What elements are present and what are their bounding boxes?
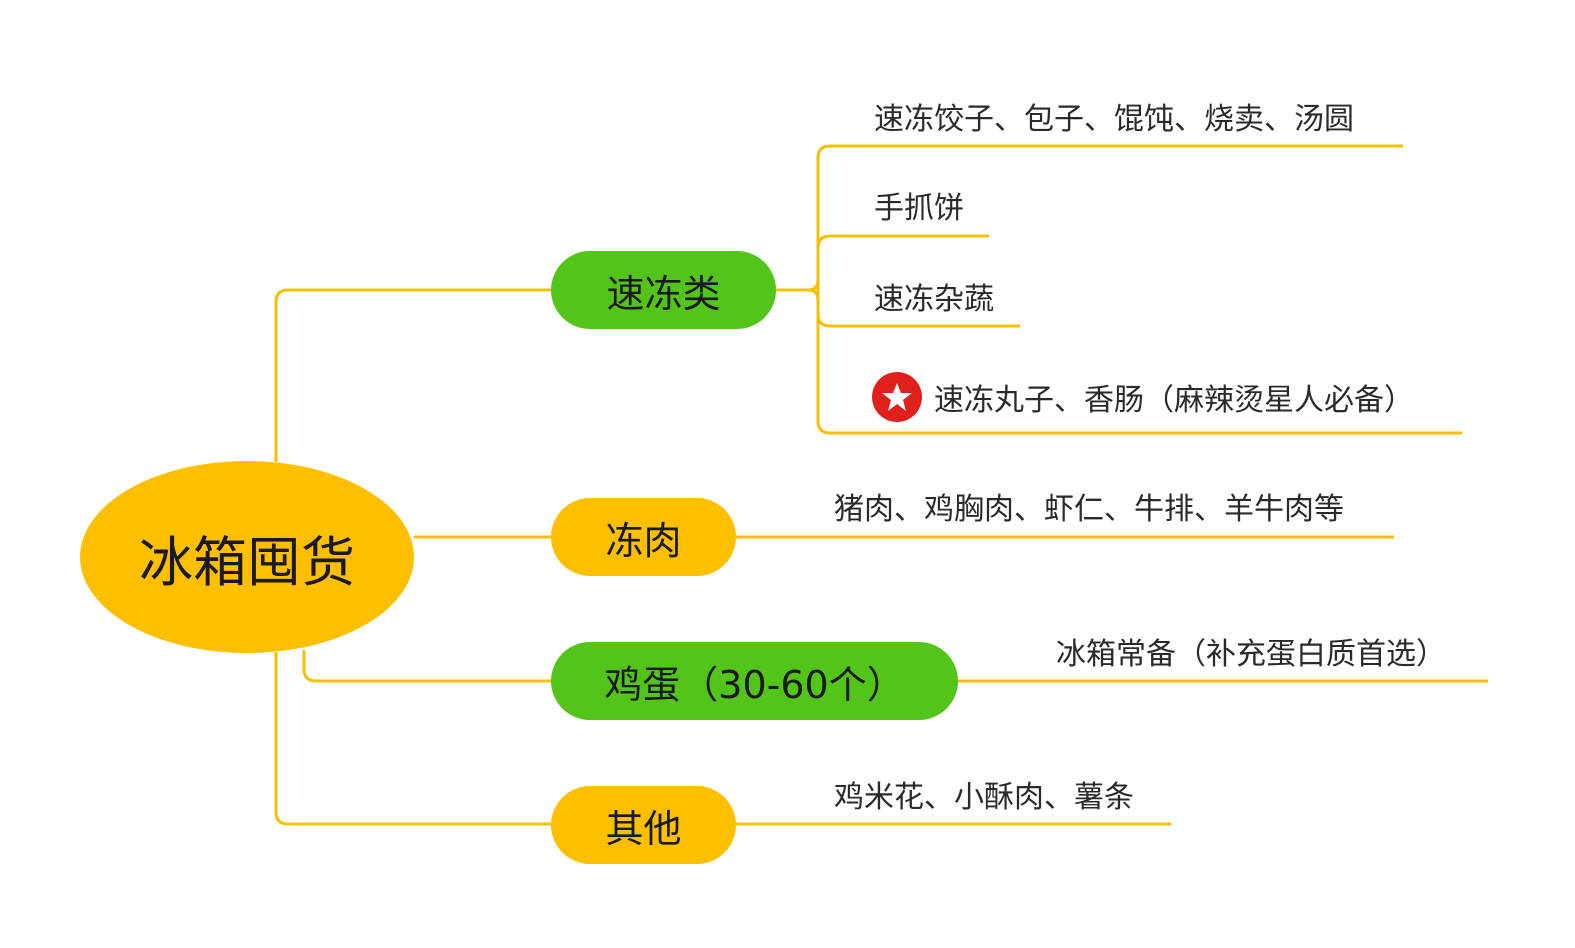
leaf-node-meats[interactable]: 猪肉、鸡胸肉、虾仁、牛排、羊牛肉等 xyxy=(834,486,1344,527)
leaf-label: 猪肉、鸡胸肉、虾仁、牛排、羊牛肉等 xyxy=(834,492,1344,527)
connector-root-other xyxy=(274,652,552,826)
branch-label: 冻肉 xyxy=(605,518,682,563)
connector-frozen-leaf-1 xyxy=(816,144,1403,159)
connector-frozen-brace xyxy=(807,279,820,301)
leaf-label: 手抓饼 xyxy=(874,191,964,226)
leaf-label: 速冻杂蔬 xyxy=(874,282,994,317)
leaf-label: 冰箱常备（补充蛋白质首选） xyxy=(1056,637,1446,672)
branch-node-meat[interactable]: 冻肉 xyxy=(551,498,736,576)
leaf-node-dumplings[interactable]: 速冻饺子、包子、馄饨、烧卖、汤圆 xyxy=(874,96,1354,137)
leaf-label: 鸡米花、小酥肉、薯条 xyxy=(834,780,1134,815)
branch-node-eggs[interactable]: 鸡蛋（30-60个） xyxy=(551,642,958,720)
connector-root-eggs xyxy=(302,650,552,683)
leaf-node-meatballs[interactable]: 速冻丸子、香肠（麻辣烫星人必备） xyxy=(872,372,1414,422)
root-node[interactable]: 冰箱囤货 xyxy=(80,461,414,653)
connector-frozen-leaf-3 xyxy=(816,313,1020,328)
branch-label: 速冻类 xyxy=(606,271,721,316)
star-icon xyxy=(872,372,922,422)
branch-label: 其他 xyxy=(605,806,682,851)
connector-root-frozen xyxy=(274,288,552,462)
branch-label: 鸡蛋（30-60个） xyxy=(604,662,905,707)
leaf-label: 速冻丸子、香肠（麻辣烫星人必备） xyxy=(934,383,1414,418)
connector-frozen-leaf-2 xyxy=(816,234,989,249)
branch-node-other[interactable]: 其他 xyxy=(551,786,736,864)
leaf-node-pancake[interactable]: 手抓饼 xyxy=(874,185,964,226)
root-label: 冰箱囤货 xyxy=(139,530,355,594)
leaf-label: 速冻饺子、包子、馄饨、烧卖、汤圆 xyxy=(874,102,1354,137)
branch-node-frozen[interactable]: 速冻类 xyxy=(551,251,776,329)
leaf-node-vegetables[interactable]: 速冻杂蔬 xyxy=(874,276,994,317)
leaf-node-snacks[interactable]: 鸡米花、小酥肉、薯条 xyxy=(834,774,1134,815)
leaf-node-eggs-note[interactable]: 冰箱常备（补充蛋白质首选） xyxy=(1056,631,1446,672)
connector-frozen-leaf-4 xyxy=(816,420,1462,435)
